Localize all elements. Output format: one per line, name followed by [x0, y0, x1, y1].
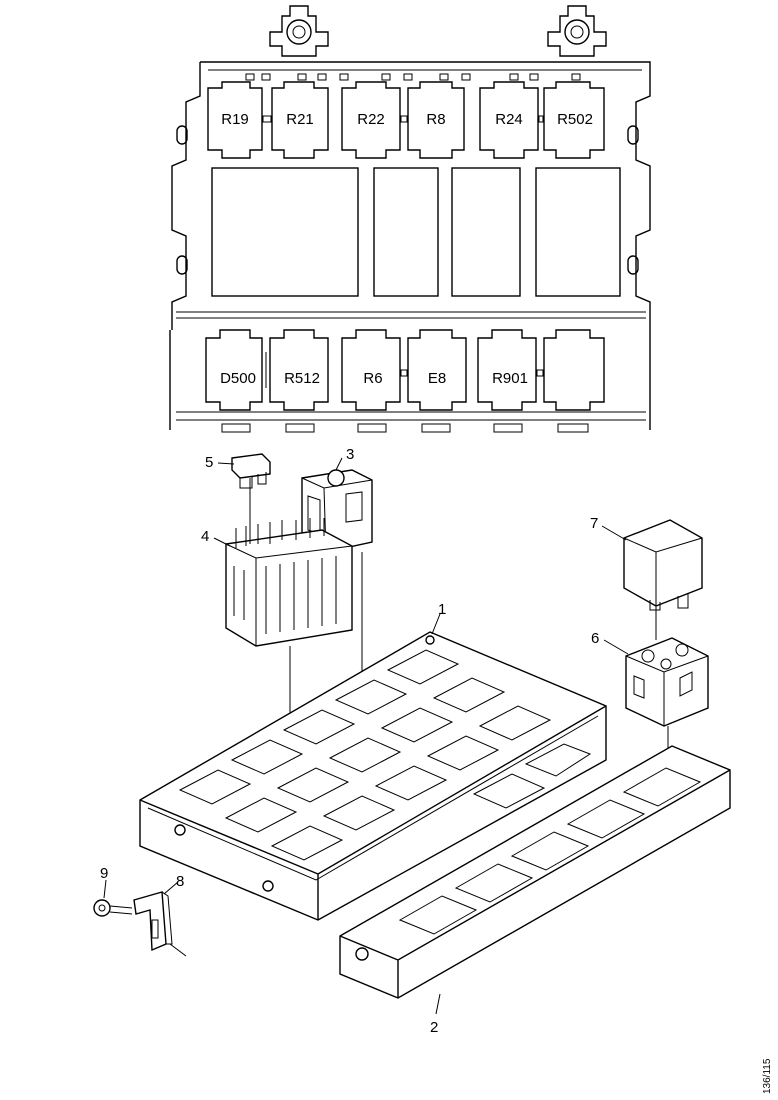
- relay-label-r24: R24: [495, 111, 523, 128]
- slot-hole-left-lower: [176, 255, 188, 275]
- upper-relay-row: R19 R21 R22 R8 R24 R502: [207, 81, 605, 159]
- relay-slot-r22: R22: [341, 81, 401, 159]
- callout-1: 1: [438, 601, 446, 618]
- relay-label-r901: R901: [492, 370, 528, 387]
- relay-slot-r512: R512: [269, 329, 329, 411]
- part-2-secondary-base: 2: [339, 745, 731, 1036]
- relay-slot-d500: D500: [205, 329, 263, 411]
- relay-slot-r901: R901: [477, 329, 537, 411]
- part-8-bracket: 8: [133, 873, 187, 957]
- part-4-fuse-block: 4: [201, 518, 353, 647]
- callout-3: 3: [346, 446, 354, 463]
- mounting-lug-left: [269, 5, 329, 57]
- plate-outline: [169, 61, 651, 430]
- relay-slot-r24: R24: [479, 81, 539, 159]
- mounting-lug-right: [547, 5, 607, 57]
- slot-hole-left-upper: [176, 125, 188, 145]
- reference-code: 136/115: [762, 1058, 773, 1094]
- fuse-bay-4: [535, 167, 621, 297]
- part-1-main-base: 1: [139, 601, 607, 921]
- relay-label-r512: R512: [284, 370, 320, 387]
- relay-slot-e8: E8: [407, 329, 467, 411]
- bottom-connector-ticks: [221, 423, 589, 433]
- fuse-bay-2: [373, 167, 439, 297]
- relay-label-r6: R6: [363, 370, 382, 387]
- relay-label-r8: R8: [426, 111, 445, 128]
- callout-6: 6: [591, 630, 599, 647]
- relay-layout-panel: R19 R21 R22 R8 R24 R502: [169, 5, 651, 433]
- callout-4: 4: [201, 528, 209, 545]
- relay-slot-r21: R21: [271, 81, 329, 159]
- slot-hole-right-lower: [627, 255, 639, 275]
- relay-label-r21: R21: [286, 111, 314, 128]
- relay-label-r19: R19: [221, 111, 249, 128]
- part-7-relay: 7: [590, 515, 703, 611]
- relay-label-r22: R22: [357, 111, 385, 128]
- fuse-bay-1: [211, 167, 359, 297]
- relay-slot-r6: R6: [341, 329, 401, 411]
- callout-7: 7: [590, 515, 598, 532]
- part-9-screw: 9: [93, 865, 133, 917]
- relay-slot-r502: R502: [543, 81, 605, 159]
- part-6-relay-socket: 6: [591, 630, 709, 727]
- top-connector-ticks: [245, 73, 581, 81]
- base-cavity-grid: [178, 649, 592, 861]
- slot-hole-right-upper: [627, 125, 639, 145]
- part-5-fuse: 5: [205, 453, 271, 489]
- fuse-bay-3: [451, 167, 521, 297]
- relay-slot-r19: R19: [207, 81, 263, 159]
- callout-2: 2: [430, 1019, 438, 1036]
- relay-label-d500: D500: [220, 370, 256, 387]
- relay-slot-empty: [543, 329, 605, 411]
- callout-9: 9: [100, 865, 108, 882]
- callout-8: 8: [176, 873, 184, 890]
- callout-5: 5: [205, 454, 213, 471]
- lower-relay-row: D500 R512 R6 E8 R901: [205, 329, 605, 411]
- relay-label-e8: E8: [428, 370, 446, 387]
- secondary-cavity-grid: [398, 767, 702, 935]
- relay-label-r502: R502: [557, 111, 593, 128]
- relay-slot-r8: R8: [407, 81, 465, 159]
